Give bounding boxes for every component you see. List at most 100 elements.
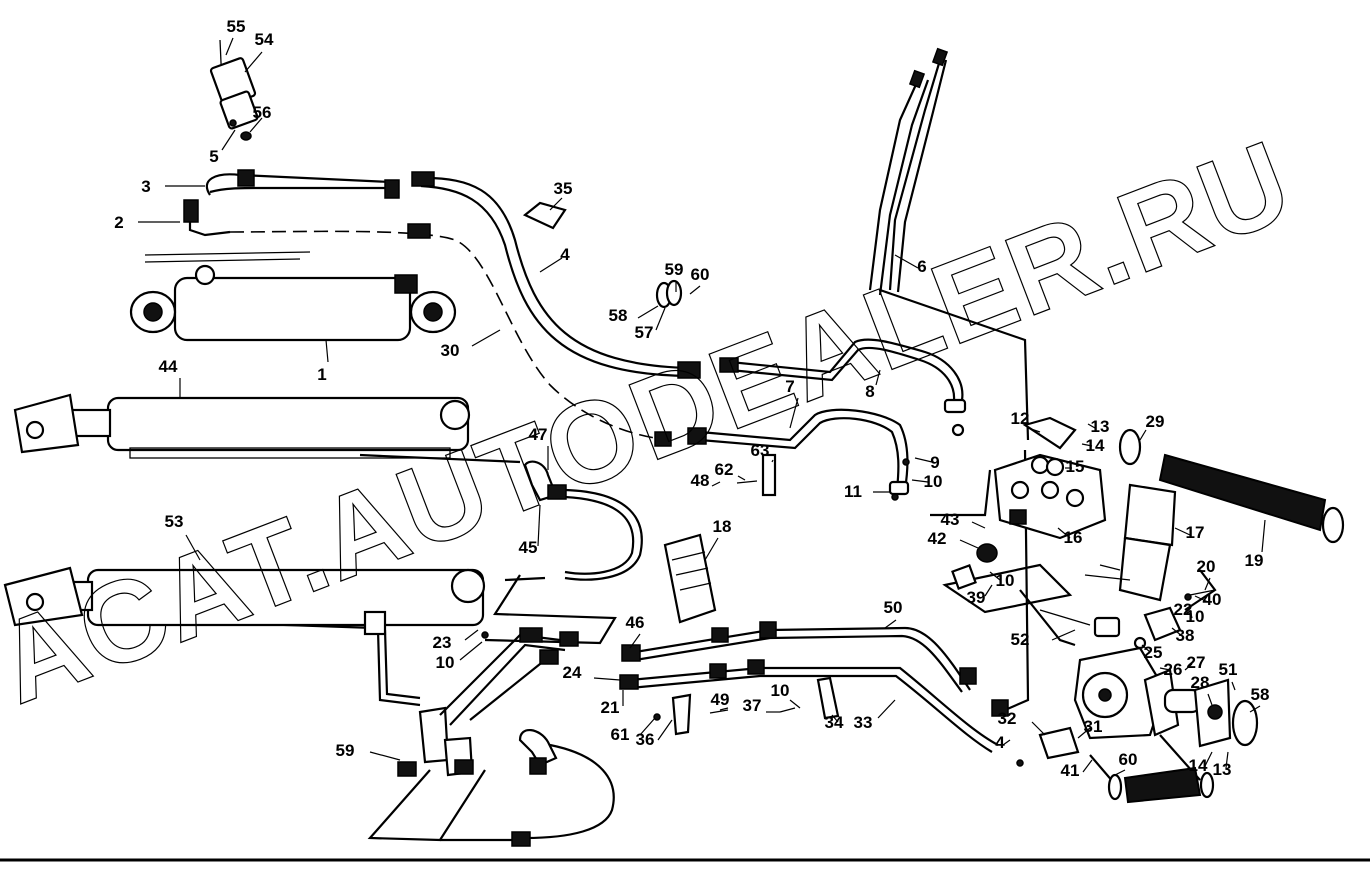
part-number-label: 5: [209, 147, 218, 166]
leader-line: [959, 539, 979, 549]
part-number-label: 9: [930, 453, 939, 472]
cylinder-1: [129, 251, 457, 342]
leader-line: [1031, 721, 1046, 736]
leader-line: [894, 254, 919, 269]
hose-lines: [139, 47, 1217, 842]
leader-line: [464, 629, 479, 641]
part-number-label: 37: [743, 696, 762, 715]
leader-line: [1081, 443, 1093, 447]
cylinder-45: [3, 566, 486, 636]
part-number-label: 24: [563, 663, 582, 682]
part-number-label: 21: [601, 698, 620, 717]
part-number-label: 13: [1213, 760, 1232, 779]
part-number-label: 47: [529, 425, 548, 444]
leader-line: [325, 339, 329, 363]
leader-line: [539, 257, 563, 273]
part-number-label: 61: [611, 725, 630, 744]
leader-line: [1174, 527, 1191, 536]
part-number-label: 59: [665, 260, 684, 279]
part-number-label: 48: [691, 471, 710, 490]
part-number-label: 46: [626, 613, 645, 632]
leader-line: [1027, 427, 1041, 433]
leader-line: [1057, 527, 1071, 539]
part-number-label: 29: [1146, 412, 1165, 431]
leader-line: [1204, 751, 1213, 767]
part-number-label: 3: [141, 177, 150, 196]
leader-line: [1087, 423, 1096, 429]
part-number-label: 28: [1191, 673, 1210, 692]
part-number-label: 7: [785, 377, 794, 396]
part-number-label: 10: [924, 472, 943, 491]
leader-line: [549, 197, 563, 211]
part-number-label: 63: [751, 441, 770, 460]
leader-line: [831, 714, 839, 723]
leader-line: [1082, 759, 1093, 773]
leader-line: [704, 537, 719, 561]
part-number-label: 15: [1066, 457, 1085, 476]
leader-line: [639, 717, 656, 736]
leader-line: [789, 397, 799, 429]
leader-line: [655, 307, 666, 331]
part-number-label: 54: [255, 30, 274, 49]
part-number-label: 1: [317, 365, 326, 384]
part-number-label: 43: [941, 510, 960, 529]
leader-line: [689, 285, 701, 295]
part-number-label: 23: [433, 633, 452, 652]
part-number-label: 57: [635, 323, 654, 342]
leader-line: [1171, 627, 1183, 637]
leader-line: [1141, 644, 1151, 653]
part-number-label: 42: [928, 529, 947, 548]
part-number-label: 58: [1251, 685, 1270, 704]
leader-line: [1159, 667, 1171, 671]
part-number-label: 10: [771, 681, 790, 700]
leader-line: [875, 369, 881, 386]
part-number-label: 20: [1197, 557, 1216, 576]
part-number-label: 12: [1011, 409, 1030, 428]
part-number-label: 13: [1091, 417, 1110, 436]
leader-line: [1194, 595, 1209, 603]
part-number-label: 33: [854, 713, 873, 732]
leader-line: [1231, 681, 1236, 691]
leader-line: [1207, 693, 1213, 706]
leader-line: [1249, 705, 1261, 713]
part-number-label: 8: [865, 382, 874, 401]
part-number-label: 58: [609, 306, 628, 325]
part-number-label: 10: [996, 571, 1015, 590]
leader-line: [1261, 519, 1266, 553]
part-number-label: 10: [436, 653, 455, 672]
leader-line: [537, 504, 541, 547]
leader-line: [225, 37, 234, 56]
part-number-label: 26: [1164, 660, 1183, 679]
part-number-label: 41: [1061, 761, 1080, 780]
part-number-label: 50: [884, 598, 903, 617]
part-number-label: 44: [159, 357, 178, 376]
part-number-label: 22: [1174, 600, 1193, 619]
part-number-label: 14: [1086, 436, 1105, 455]
leader-line: [789, 699, 801, 709]
leader-line: [771, 459, 774, 463]
leader-line: [1077, 727, 1091, 739]
leader-line: [593, 677, 621, 681]
part-number-label: 39: [967, 588, 986, 607]
leader-line: [459, 641, 483, 661]
leader-line: [221, 129, 236, 151]
part-number-label: 18: [713, 517, 732, 536]
leader-line: [249, 117, 263, 133]
part-number-label: 17: [1186, 523, 1205, 542]
leader-line: [711, 481, 721, 487]
part-number-label: 30: [441, 341, 460, 360]
part-number-label: 62: [715, 460, 734, 479]
part-number-label: 53: [165, 512, 184, 531]
part-number-label: 25: [1144, 643, 1163, 662]
leader-line: [471, 329, 501, 347]
part-number-label: 45: [519, 538, 538, 557]
part-number-label: 32: [998, 709, 1017, 728]
leader-line: [877, 699, 896, 719]
part-number-label: 10: [1186, 607, 1205, 626]
leader-line: [369, 751, 401, 761]
part-number-label: 38: [1176, 626, 1195, 645]
part-number-label: 40: [1203, 590, 1222, 609]
part-number-label: 35: [554, 179, 573, 198]
